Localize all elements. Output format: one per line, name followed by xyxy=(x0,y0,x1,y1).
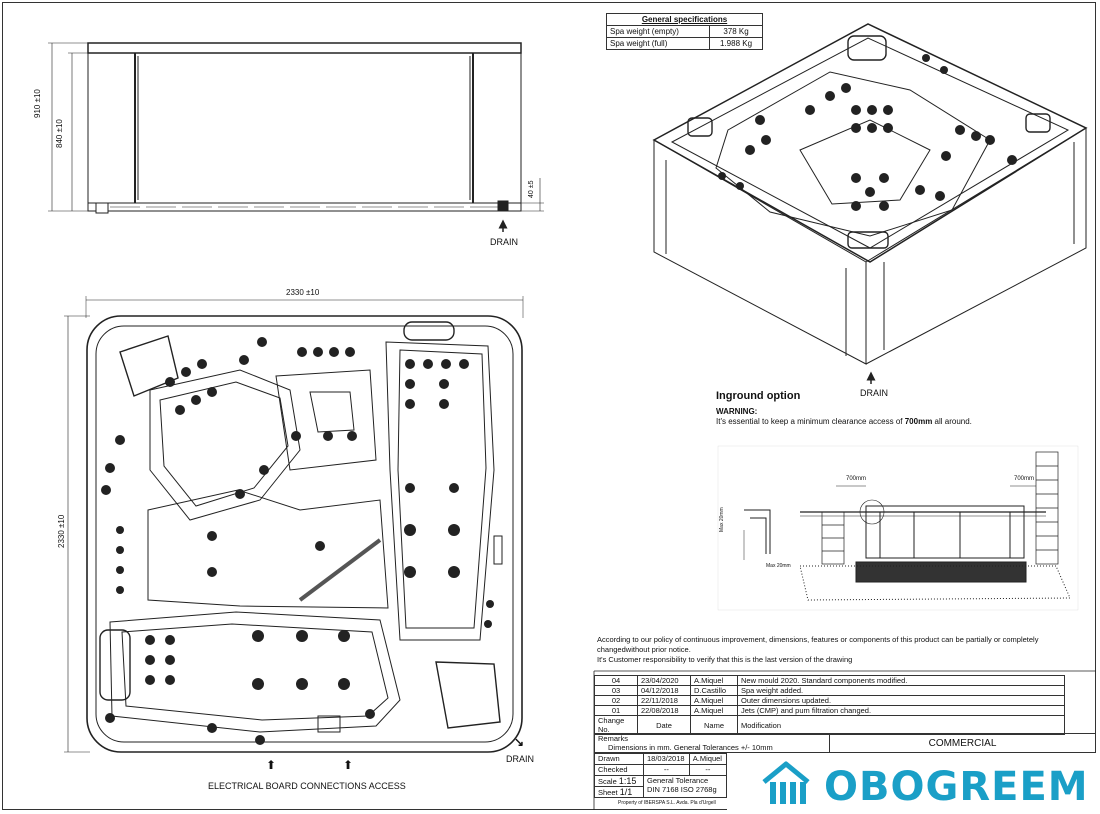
checked-row: Checked -- -- xyxy=(594,764,728,776)
rev-date: 22/08/2018 xyxy=(637,705,691,716)
spec-label: Spa weight (empty) xyxy=(605,25,711,38)
remarks-text: Dimensions in mm. General Tolerances +/-… xyxy=(608,743,773,752)
policy-line-1: According to our policy of continuous im… xyxy=(597,635,1039,644)
rev-name: A.Miquel xyxy=(690,675,738,686)
drawn-row: Drawn 18/03/2018 A.Miquel xyxy=(594,753,728,765)
tolerance-std: DIN 7168 ISO 2768g xyxy=(647,785,717,794)
revision-row: 03 04/12/2018 D.Castillo Spa weight adde… xyxy=(594,685,1065,696)
dim-depth: 2330 ±10 xyxy=(57,514,66,548)
sheet-value: 1/1 xyxy=(619,787,633,797)
rev-no: 03 xyxy=(594,685,638,696)
house-logo-icon xyxy=(762,761,810,804)
policy-line-2: changedwithout prior notice. xyxy=(597,645,691,654)
revision-row: 02 22/11/2018 A.Miquel Outer dimensions … xyxy=(594,695,1065,706)
rev-name: D.Castillo xyxy=(690,685,738,696)
warning-title: WARNING: xyxy=(716,407,758,416)
top-view xyxy=(64,296,524,753)
property-note: Property of IBERSPA S.L. Avda. Pla d'Urg… xyxy=(618,800,716,806)
arrow-up-icon: ⬆ xyxy=(266,758,277,772)
sheet-cell: Sheet 1/1 xyxy=(594,786,644,798)
rev-name: A.Miquel xyxy=(690,705,738,716)
side-drain-label: DRAIN xyxy=(490,237,519,247)
side-view xyxy=(48,42,544,232)
sheet-label: Sheet xyxy=(598,788,618,797)
warning-value: 700mm xyxy=(904,417,933,426)
logo-text: OBOGREEM xyxy=(824,764,1089,810)
rev-name: A.Miquel xyxy=(690,695,738,706)
rev-no: 02 xyxy=(594,695,638,706)
revision-header-row: Change No. Date Name Modification xyxy=(594,715,1065,735)
max-left: Max 20mm xyxy=(719,507,725,532)
title-block: Remarks Dimensions in mm. General Tolera… xyxy=(594,733,1096,810)
general-specs-title: General specifications xyxy=(606,13,763,26)
scale-label: Scale xyxy=(598,777,617,786)
dim-height-body: 840 ±10 xyxy=(55,119,64,148)
clearance-left: 700mm xyxy=(846,476,867,482)
scale-value: 1:15 xyxy=(618,776,637,786)
general-specs-table: General specifications Spa weight (empty… xyxy=(605,13,763,50)
rev-mod: New mould 2020. Standard components modi… xyxy=(737,675,1065,686)
tolerance-cell: General Tolerance DIN 7168 ISO 2768g xyxy=(643,775,727,798)
rev-no: 01 xyxy=(594,705,638,716)
rev-header-name: Name xyxy=(690,715,738,735)
remarks-label: Remarks xyxy=(598,734,629,743)
revision-table: 04 23/04/2020 A.Miquel New mould 2020. S… xyxy=(594,675,1065,735)
rev-header-mod: Modification xyxy=(737,715,1065,735)
rev-date: 22/11/2018 xyxy=(637,695,691,706)
max-bottom: Max 20mm xyxy=(766,563,791,569)
rev-mod: Outer dimensions updated. xyxy=(737,695,1065,706)
drawn-name: A.Miquel xyxy=(688,753,728,765)
iso-drain-label: DRAIN xyxy=(860,388,889,398)
jets xyxy=(101,54,1017,745)
drain-arrow-icon: ↘ xyxy=(514,735,525,749)
iso-view xyxy=(652,23,1088,384)
spec-value: 378 Kg xyxy=(709,25,763,38)
rev-header-date: Date xyxy=(637,715,691,735)
warning-text: It's essential to keep a minimum clearan… xyxy=(716,418,972,426)
rev-mod: Spa weight added. xyxy=(737,685,1065,696)
inground-title: Inground option xyxy=(716,390,801,402)
policy-line-3: It's Customer responsibility to verify t… xyxy=(597,655,853,664)
inground-detail xyxy=(717,445,1079,611)
revision-row: 04 23/04/2020 A.Miquel New mould 2020. S… xyxy=(594,675,1065,686)
dim-height-total: 910 ±10 xyxy=(33,89,42,118)
rev-date: 04/12/2018 xyxy=(637,685,691,696)
clearance-right: 700mm xyxy=(1014,476,1035,482)
arrow-up-icon: ⬆ xyxy=(343,758,354,772)
spec-label: Spa weight (full) xyxy=(605,37,711,50)
checked-name: -- xyxy=(688,764,728,776)
scale-cell: Scale 1:15 xyxy=(594,775,644,787)
electrical-access-label: ELECTRICAL BOARD CONNECTIONS ACCESS xyxy=(208,781,406,791)
rev-date: 23/04/2020 xyxy=(637,675,691,686)
drawn-label: Drawn xyxy=(594,753,644,765)
dim-drain-height: 40 ±5 xyxy=(528,180,535,198)
remarks-cell: Remarks Dimensions in mm. General Tolera… xyxy=(594,733,830,753)
tolerance-title: General Tolerance xyxy=(647,776,709,785)
commercial-cell: COMMERCIAL xyxy=(829,733,1096,753)
warning-prefix: It's essential to keep a minimum clearan… xyxy=(716,417,905,426)
spec-row: Spa weight (full) 1.988 Kg xyxy=(605,37,763,50)
top-drain-label: DRAIN xyxy=(506,754,535,764)
warning-suffix: all around. xyxy=(932,417,972,426)
drawn-date: 18/03/2018 xyxy=(643,753,690,765)
spec-value: 1.988 Kg xyxy=(709,37,763,50)
checked-date: -- xyxy=(643,764,690,776)
rev-header-no: Change No. xyxy=(594,715,638,735)
rev-no: 04 xyxy=(594,675,638,686)
revision-row: 01 22/08/2018 A.Miquel Jets (CMP) and pu… xyxy=(594,705,1065,716)
spec-row: Spa weight (empty) 378 Kg xyxy=(605,25,763,38)
rev-mod: Jets (CMP) and pum filtration changed. xyxy=(737,705,1065,716)
dim-width: 2330 ±10 xyxy=(286,288,320,297)
checked-label: Checked xyxy=(594,764,644,776)
